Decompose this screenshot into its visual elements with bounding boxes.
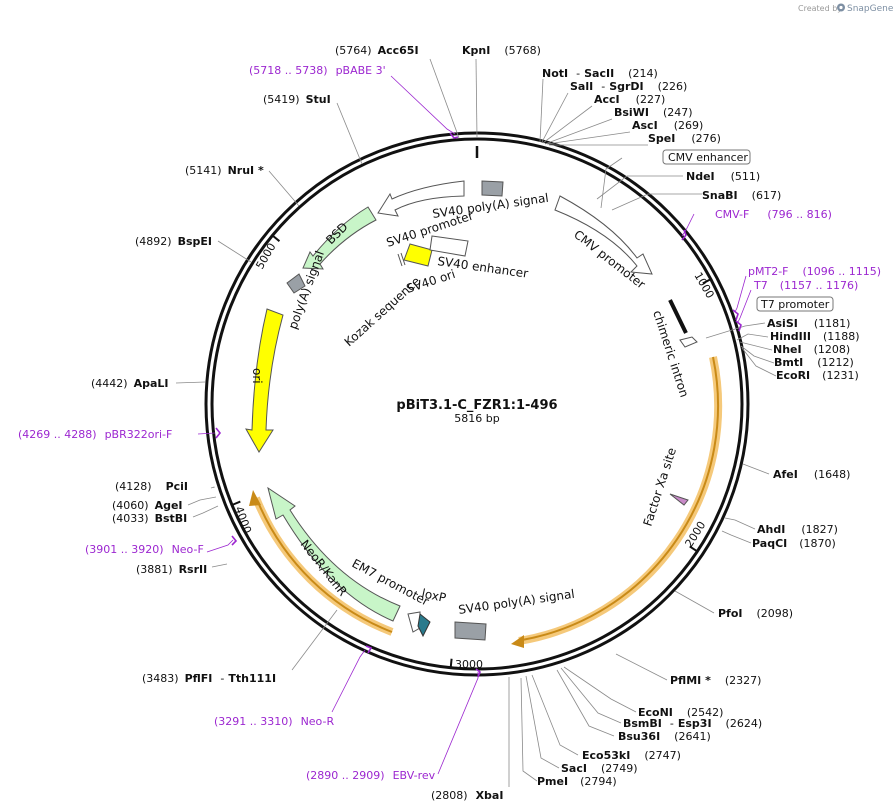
site-hindiii: HindIII(1188) [770,330,860,343]
primer-ebv-rev: (2890 .. 2909)EBV-rev [306,769,436,782]
site-kpni: KpnI(5768) [462,44,541,57]
primer-pbr322ori-f: (4269 .. 4288)pBR322ori-F [18,428,172,441]
site-pmei: PmeI(2794) [537,775,617,788]
primer-cmv-f: CMV-F(796 .. 816) [715,208,832,221]
site-asci: AscI(269) [632,119,703,132]
site-spei: SpeI(276) [648,132,721,145]
bp-tick-5000 [272,235,281,242]
primer-marks [215,132,742,678]
feature-loxp: loxP [420,586,447,605]
plasmid-size: 5816 bp [454,412,499,425]
tick-label-3000: 3000 [455,658,483,671]
sv40-polya-top-arrow [377,180,465,217]
orf-arrowhead-right [511,635,524,648]
bp-tick-2000 [689,545,697,552]
site-acc65i: (5764)Acc65I [335,44,419,57]
site-pfoi: PfoI(2098) [718,607,793,620]
site-bstbi: (4033)BstBI [112,512,187,525]
site-acci: AccI(227) [594,93,665,106]
primer-t7: T7(1157 .. 1176) [753,279,858,292]
chimeric-intron-bar [668,299,688,334]
site-nrui: (5141)NruI * [185,164,264,177]
terminator-bottom [454,621,487,641]
site-bspei: (4892)BspEI [135,235,212,248]
ori-arrow [245,308,284,453]
feature-kozak: Kozak sequence [342,274,423,349]
feature-chimeric-intron: chimeric intron [650,309,691,399]
credit-created-by: Created by [798,4,842,13]
feature-ori: ori [250,368,264,384]
terminator-left [286,273,306,294]
sv40-ori-box [403,243,433,267]
primer-pbabe3: (5718 .. 5738)pBABE 3' [249,64,386,77]
site-pflfi: (3483)PflFI-Tth111I [142,672,276,685]
factor-xa-mark [669,493,689,506]
site-ahdi: AhdI(1827) [757,523,838,536]
plasmid-name: pBiT3.1-C_FZR1:1-496 [396,398,557,413]
site-noti: NotI-SacII(214) [542,67,658,80]
site-bsmbi: BsmBI-Esp3I(2624) [623,717,762,730]
site-pcii: (4128)PciI [115,480,188,493]
site-econi: EcoNI(2542) [638,706,723,719]
bsd-arrow [302,206,377,270]
site-sali: SalI-SgrDI(226) [570,80,687,93]
orf-arrowhead-left [249,490,261,506]
site-leaders [175,58,777,787]
sv40-enhancer-box [429,235,469,257]
site-apali: (4442)ApaLI [91,377,169,390]
site-rsrii: (3881)RsrII [136,563,207,576]
site-snabi: SnaBI(617) [702,189,781,202]
site-ecori: EcoRI(1231) [776,369,859,382]
site-afei: AfeI(1648) [773,468,850,481]
primer-neo-f: (3901 .. 3920)Neo-F [85,543,204,556]
site-stui: (5419)StuI [263,93,331,106]
primer-leaders [197,75,752,775]
bp-tick-1000 [702,278,711,285]
orf-line-right [521,356,720,641]
bp-tick-3000 [449,658,453,667]
tick-label-4000: 4000 [232,505,254,536]
snapgene-logo-icon [837,3,845,12]
site-pflmi: PflMI *(2327) [670,674,761,687]
bp-tick-marks [232,235,711,667]
site-saci: SacI(2749) [561,762,638,775]
kozak-mark-1 [397,253,403,267]
site-nhei: NheI(1208) [773,343,850,356]
cmv-enhancer-label: CMV enhancer [668,151,748,164]
site-bmti: BmtI(1212) [774,356,854,369]
site-bsiwi: BsiWI(247) [614,106,693,119]
t7-promoter-box [756,296,834,312]
feature-sv40-polya-bottom: SV40 poly(A) signal [457,587,575,617]
neor-kanr-arrow [267,486,401,622]
t7-arrow [679,336,698,348]
cmv-promoter-arrow [554,195,653,275]
cmv-enhancer-box [662,149,751,165]
t7-promoter-label: T7 promoter [760,298,830,311]
terminator-top [481,180,504,197]
bp-tick-4000 [232,500,241,506]
primer-neo-r: (3291 .. 3310)Neo-R [214,715,334,728]
loxp-mark [417,613,431,638]
credit-brand: SnapGene [847,4,894,14]
site-xbai: (2808)XbaI [431,789,503,802]
site-eco53ki: Eco53kI(2747) [582,749,681,762]
site-asisi: AsiSI(1181) [767,317,850,330]
site-bsu36i: Bsu36I(2641) [618,730,711,743]
orf-line-left [257,501,393,633]
feature-factor-xa: Factor Xa site [641,446,680,528]
primer-pmt2-f: pMT2-F(1096 .. 1115) [748,265,881,278]
site-agei: (4060)AgeI [112,499,183,512]
kozak-mark-2 [400,252,406,266]
site-paqci: PaqCI(1870) [752,537,836,550]
site-ndei: NdeI(511) [686,170,760,183]
